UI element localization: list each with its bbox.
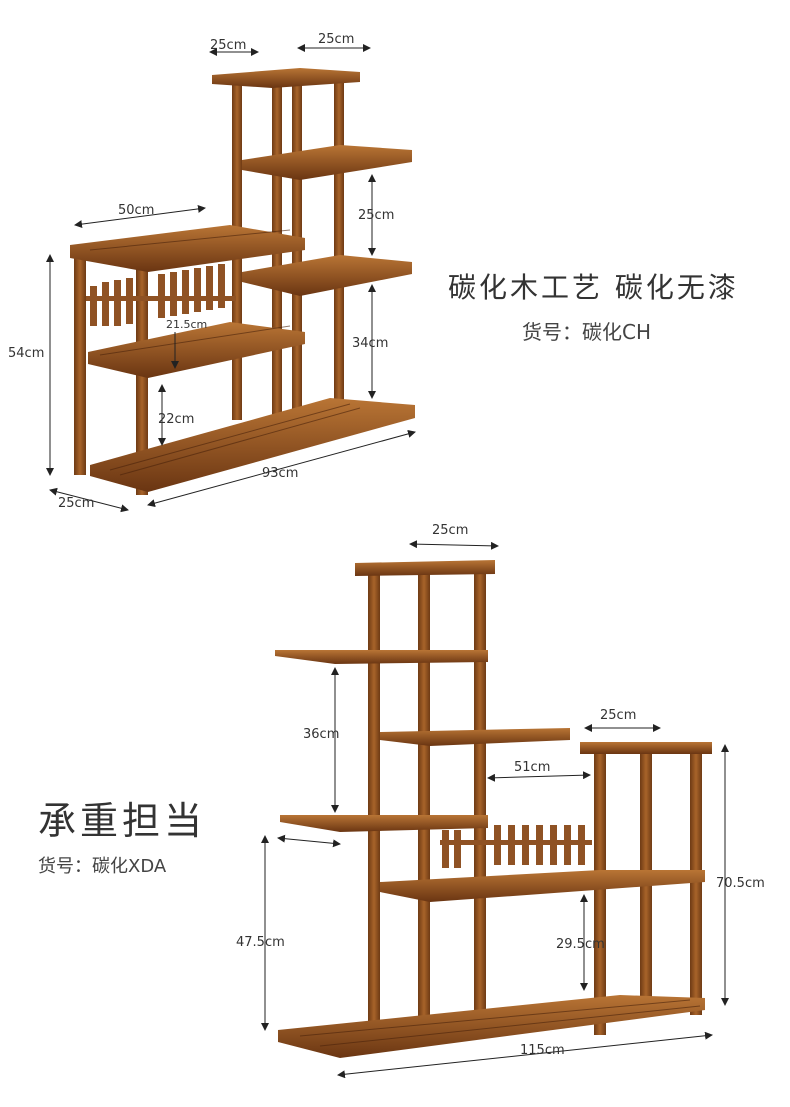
dimension-lines-xda bbox=[261, 540, 729, 1079]
dim2-left-height: 47.5cm bbox=[236, 935, 285, 950]
dim-width: 93cm bbox=[262, 466, 299, 481]
dim2-width: 115cm bbox=[520, 1043, 565, 1058]
dim-depth: 25cm bbox=[58, 496, 95, 511]
dim-top-right: 25cm bbox=[318, 32, 355, 47]
dim2-top: 25cm bbox=[432, 523, 469, 538]
dim-top-left: 25cm bbox=[210, 38, 247, 53]
dim2-middle-shelf: 51cm bbox=[514, 760, 551, 775]
dim-middle-gap: 21.5cm bbox=[166, 318, 208, 331]
product2-title: 承重担当 bbox=[38, 799, 207, 843]
plant-stand-ch bbox=[70, 68, 415, 495]
product1-title: 碳化木工艺 碳化无漆 bbox=[448, 271, 739, 304]
dim2-upper-gap: 36cm bbox=[303, 727, 340, 742]
dim-left-shelf: 50cm bbox=[118, 203, 155, 218]
dim-right-upper: 25cm bbox=[358, 208, 395, 223]
dim2-middle-height: 29.5cm bbox=[556, 937, 605, 952]
plant-stand-xda bbox=[275, 560, 712, 1058]
dimension-lines-ch bbox=[46, 44, 416, 513]
product1-code: 货号：碳化CH bbox=[522, 320, 652, 344]
dim2-right-top: 25cm bbox=[600, 708, 637, 723]
dim-right-lower: 34cm bbox=[352, 336, 389, 351]
dim-bottom-gap: 22cm bbox=[158, 412, 195, 427]
product2-code: 货号：碳化XDA bbox=[38, 856, 167, 877]
dim-height: 54cm bbox=[8, 346, 45, 361]
dim2-right-height: 70.5cm bbox=[716, 876, 765, 891]
